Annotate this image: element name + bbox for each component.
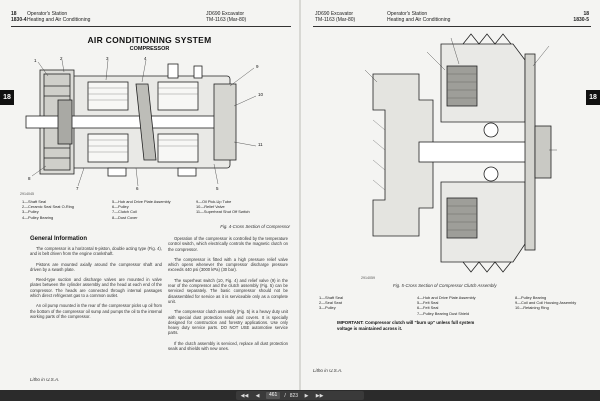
first-page-icon[interactable]: ◀◀ xyxy=(240,392,249,399)
fig4-callout-7: 7 xyxy=(76,186,79,191)
fig5-legend-item: 5—Felt Seal xyxy=(417,300,439,306)
fig4-callout-4: 4 xyxy=(144,56,147,61)
previous-page-icon[interactable]: ◀ xyxy=(255,392,260,399)
fig4-callout-8: 8 xyxy=(28,176,31,181)
fig4-callout-3: 3 xyxy=(106,56,109,61)
viewer-toolbar: ◀◀ ◀ 461 / 823 ▶ ▶▶ xyxy=(0,390,600,401)
left-footer: Litho in U.S.A. xyxy=(30,377,60,382)
left-text-col2: Operation of the compressor is controlle… xyxy=(168,236,288,356)
fig5-legend-item: 2—Seal Seat xyxy=(319,300,342,306)
fig5-legend-item: 3—Pulley xyxy=(319,305,336,311)
fig5-legend-item: 9—Coil and Coil Housing Assembly xyxy=(515,300,577,306)
left-header-line2: Heating and Air Conditioning xyxy=(27,17,91,24)
paragraph: The compressor clutch assembly (Fig. 5) … xyxy=(168,309,288,336)
fig5-legend-item: 8—Pulley Bearing xyxy=(515,295,547,300)
fig4-callout-9: 9 xyxy=(256,64,259,69)
fig4-legend-item: 5—Hub and Drive Plate Assembly xyxy=(112,199,171,204)
fig4-callout-10: 10 xyxy=(258,92,264,97)
fig5-legend-item: 1—Shaft Seal xyxy=(319,295,344,300)
right-footer: Litho in U.S.A. xyxy=(313,368,343,373)
fig4-callout-1: 1 xyxy=(34,58,37,63)
document-spread: 18 1830-4 Operator's Station Heating and… xyxy=(0,0,600,390)
paragraph: The compressor is a horizontal 6-piston,… xyxy=(30,246,162,257)
paragraph: The superheat switch (10, Fig. 4) and re… xyxy=(168,277,288,304)
left-page-subtitle: COMPRESSOR xyxy=(129,46,170,52)
fig4-callout-6: 6 xyxy=(136,186,139,191)
compressor-cross-section-figure: 1 2 3 4 9 10 11 8 7 6 5 xyxy=(25,56,264,191)
left-model: JD690 Excavator xyxy=(206,11,245,17)
clutch-assembly-cross-section-figure xyxy=(364,33,557,273)
right-tm: TM-1163 xyxy=(315,17,335,24)
left-page-number: 18 xyxy=(11,11,17,17)
fig4-legend-item: 3—Pulley xyxy=(22,209,39,215)
right-header-titles: Operator's Station Heating and Air Condi… xyxy=(387,11,450,24)
fig4-legend-item: 6—Pulley xyxy=(112,204,129,210)
next-page-icon[interactable]: ▶ xyxy=(304,392,309,399)
right-date: (Mar-80) xyxy=(336,17,356,24)
fig5-serial: 2914059 xyxy=(361,276,375,280)
left-header-model: JD690 Excavator TM-1163 (Mar-80) xyxy=(206,11,246,24)
fig4-legend-item: 4—Pulley Bearing xyxy=(22,214,54,220)
fig4-legend-item: 7—Clutch Coil xyxy=(112,209,137,215)
page-gutter xyxy=(299,0,301,390)
fig4-legend-col3: 9—Oil Pick-Up Tube 10—Relief Valve 11—Su… xyxy=(196,199,250,215)
fig4-legend-col2: 5—Hub and Drive Plate Assembly 6—Pulley … xyxy=(112,199,171,220)
left-section-tab: 18 xyxy=(0,90,14,105)
right-header-model: JD690 Excavator TM-1163 (Mar-80) xyxy=(315,11,355,24)
left-page: 18 1830-4 Operator's Station Heating and… xyxy=(0,0,299,390)
fig5-legend-item: 10—Retaining Ring xyxy=(515,305,549,311)
fig4-legend-item: 2—Ceramic Seal Seat O-Ring xyxy=(22,204,74,210)
right-header-codes: 18 1830-5 xyxy=(569,11,589,24)
current-page-input[interactable]: 461 xyxy=(266,392,281,399)
paragraph: An oil pump mounted in the rear of the c… xyxy=(30,303,162,319)
right-section-tab: 18 xyxy=(586,90,600,105)
paragraph: Pistons are mounted axially around the c… xyxy=(30,261,162,272)
fig4-legend-item: 9—Oil Pick-Up Tube xyxy=(196,199,232,204)
fig5-legend-item: 4—Hub and Drive Plate Assembly xyxy=(417,295,476,300)
fig5-legend-col2: 4—Hub and Drive Plate Assembly 5—Felt Se… xyxy=(417,295,476,316)
left-header-rule xyxy=(11,26,291,27)
fig4-callout-11: 11 xyxy=(258,142,263,147)
page-navigator: ◀◀ ◀ 461 / 823 ▶ ▶▶ xyxy=(236,391,364,400)
right-section-code: 1830-5 xyxy=(573,17,589,24)
right-model: JD690 Excavator xyxy=(315,11,354,17)
paragraph: The compressor is fitted with a high pre… xyxy=(168,256,288,273)
right-header-rule xyxy=(313,26,591,27)
right-header-line1: Operator's Station xyxy=(387,11,428,17)
fig4-legend-item: 11—Superheat Shut Off Switch xyxy=(196,209,250,215)
left-tm: TM-1163 xyxy=(206,17,226,24)
fig4-legend-item: 10—Relief Valve xyxy=(196,204,225,210)
last-page-icon[interactable]: ▶▶ xyxy=(315,392,324,399)
fig4-callout-5: 5 xyxy=(216,186,219,191)
left-section-code: 1830-4 xyxy=(11,17,27,24)
important-note: IMPORTANT: Compressor clutch will "burn … xyxy=(337,320,475,331)
fig5-legend-col1: 1—Shaft Seal 2—Seal Seat 3—Pulley xyxy=(319,295,343,311)
total-pages: 823 xyxy=(289,392,299,399)
left-date: (Mar-80) xyxy=(227,17,247,24)
right-header-line2: Heating and Air Conditioning xyxy=(387,17,451,24)
left-header-line1: Operator's Station xyxy=(27,11,68,17)
general-information-heading: General Information xyxy=(30,236,88,242)
page-separator: / xyxy=(284,392,286,399)
fig4-legend-col1: 1—Shaft Seal 2—Ceramic Seal Seat O-Ring … xyxy=(22,199,74,220)
fig5-legend-item: 7—Pulley Bearing Dust Shield xyxy=(417,310,470,316)
fig4-caption: Fig. 4-Cross Section of Compressor xyxy=(220,224,290,229)
fig5-legend-col3: 8—Pulley Bearing 9—Coil and Coil Housing… xyxy=(515,295,591,311)
fig4-serial: 2914045 xyxy=(20,192,34,196)
paragraph: If the clutch assembly is serviced, repl… xyxy=(168,340,288,352)
fig4-legend-item: 1—Shaft Seal xyxy=(22,199,47,204)
paragraph: Operation of the compressor is controlle… xyxy=(168,236,288,252)
right-page-number: 18 xyxy=(583,11,589,17)
left-header-codes: 18 1830-4 xyxy=(11,11,27,24)
fig5-caption: Fig. 5-Cross Section of Compressor Clutc… xyxy=(393,283,497,288)
right-page: JD690 Excavator TM-1163 (Mar-80) Operato… xyxy=(301,0,600,390)
left-page-title: AIR CONDITIONING SYSTEM xyxy=(87,35,212,45)
paragraph: Reed-type suction and discharge valves a… xyxy=(30,277,162,299)
fig4-callout-2: 2 xyxy=(60,56,63,61)
left-header-titles: Operator's Station Heating and Air Condi… xyxy=(27,11,90,24)
fig5-legend-item: 6—Felt Seal xyxy=(417,305,439,311)
fig4-legend-item: 8—Dust Cover xyxy=(112,214,138,220)
left-text-col1: The compressor is a horizontal 6-piston,… xyxy=(30,246,162,324)
